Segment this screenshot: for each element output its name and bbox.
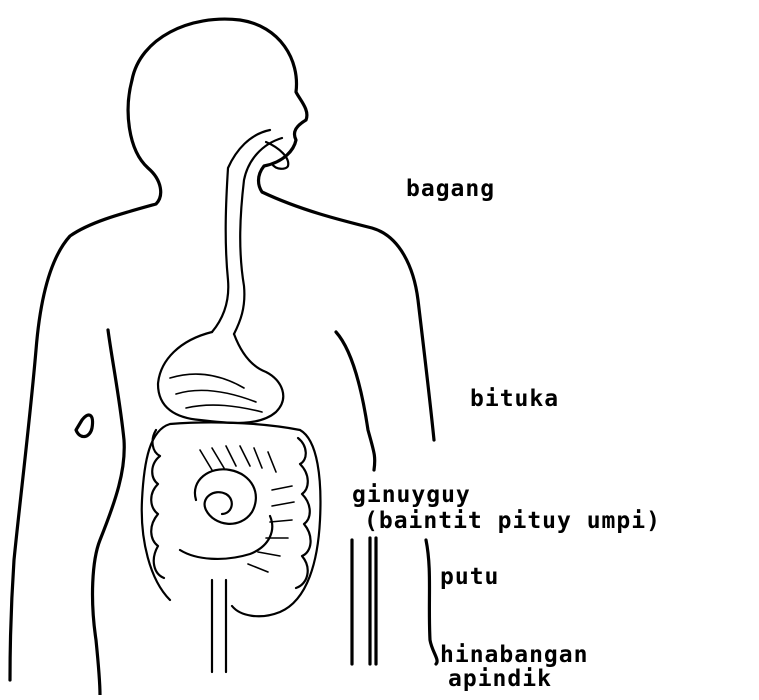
right-arm-outline <box>336 332 375 470</box>
large-intestine <box>142 422 321 616</box>
label-large-intestine-line1: ginuyguy <box>352 482 471 508</box>
body-outline-left <box>10 80 161 680</box>
rectum <box>212 580 226 672</box>
label-rectum: hinabangan <box>440 642 588 668</box>
label-stomach: bituka <box>470 386 559 412</box>
left-arm-mark <box>76 415 93 437</box>
pointer-lines <box>352 538 437 664</box>
label-large-intestine-line2: (baintit pituy umpi) <box>364 508 661 534</box>
label-appendix: apindik <box>448 666 552 692</box>
label-small-intestine: putu <box>440 564 499 590</box>
small-intestine <box>195 469 256 524</box>
left-arm-outline <box>93 330 125 695</box>
label-mouth: bagang <box>406 176 495 202</box>
